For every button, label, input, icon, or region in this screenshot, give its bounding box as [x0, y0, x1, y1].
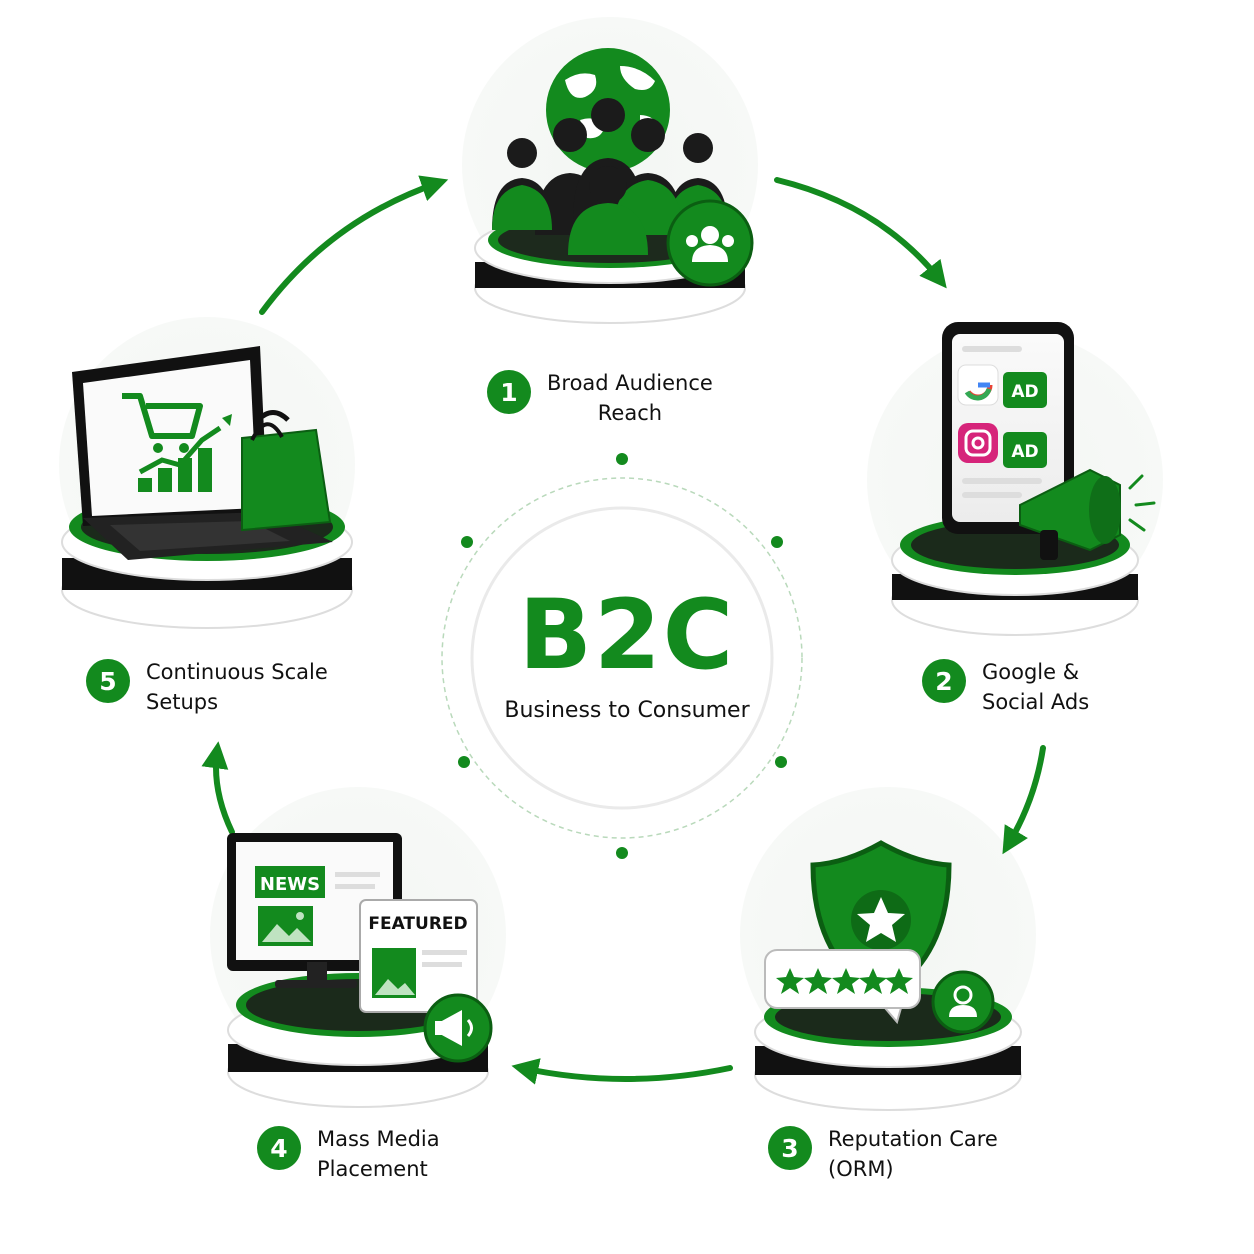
people-badge-icon: [668, 201, 752, 285]
step-3-label: 3 Reputation Care (ORM): [768, 1124, 998, 1184]
svg-text:AD: AD: [1011, 442, 1038, 462]
svg-text:NEWS: NEWS: [260, 874, 320, 895]
megaphone-badge-icon: [425, 995, 491, 1061]
svg-text:AD: AD: [1011, 382, 1038, 402]
arrow-4-to-5: [216, 752, 232, 832]
center-subtitle: Business to Consumer: [427, 698, 827, 723]
step-1-line-2: Reach: [547, 398, 713, 428]
step-5-line-2: Setups: [146, 687, 328, 717]
step-number-badge: 5: [86, 659, 130, 703]
step-number-badge: 1: [487, 370, 531, 414]
step-2-label: 2 Google & Social Ads: [922, 657, 1089, 717]
step-number-badge: 2: [922, 659, 966, 703]
arrow-1-to-2: [777, 180, 940, 280]
step-2-line-2: Social Ads: [982, 687, 1089, 717]
step-5-line-1: Continuous Scale: [146, 657, 328, 687]
step-1-label: 1 Broad Audience Reach: [487, 368, 713, 428]
ad-badge-instagram: AD: [1003, 432, 1047, 468]
step-number-badge: 3: [768, 1126, 812, 1170]
step-4-label: 4 Mass Media Placement: [257, 1124, 440, 1184]
step-2-line-1: Google &: [982, 657, 1089, 687]
user-avatar-icon: [933, 972, 993, 1032]
arrow-5-to-1: [262, 183, 438, 312]
google-logo-icon: [958, 365, 998, 405]
ad-badge-google: AD: [1003, 372, 1047, 408]
step-3-line-1: Reputation Care: [828, 1124, 998, 1154]
arrow-3-to-4: [522, 1068, 730, 1079]
step-4-line-1: Mass Media: [317, 1124, 440, 1154]
arrow-2-to-3: [1008, 748, 1043, 845]
step-number-badge: 4: [257, 1126, 301, 1170]
step-1-line-1: Broad Audience: [547, 368, 713, 398]
step-4-line-2: Placement: [317, 1154, 440, 1184]
instagram-logo-icon: [958, 423, 998, 463]
step-3-line-2: (ORM): [828, 1154, 998, 1184]
center-title: B2C: [427, 580, 827, 690]
step-5-label: 5 Continuous Scale Setups: [86, 657, 328, 717]
svg-text:FEATURED: FEATURED: [368, 914, 467, 934]
